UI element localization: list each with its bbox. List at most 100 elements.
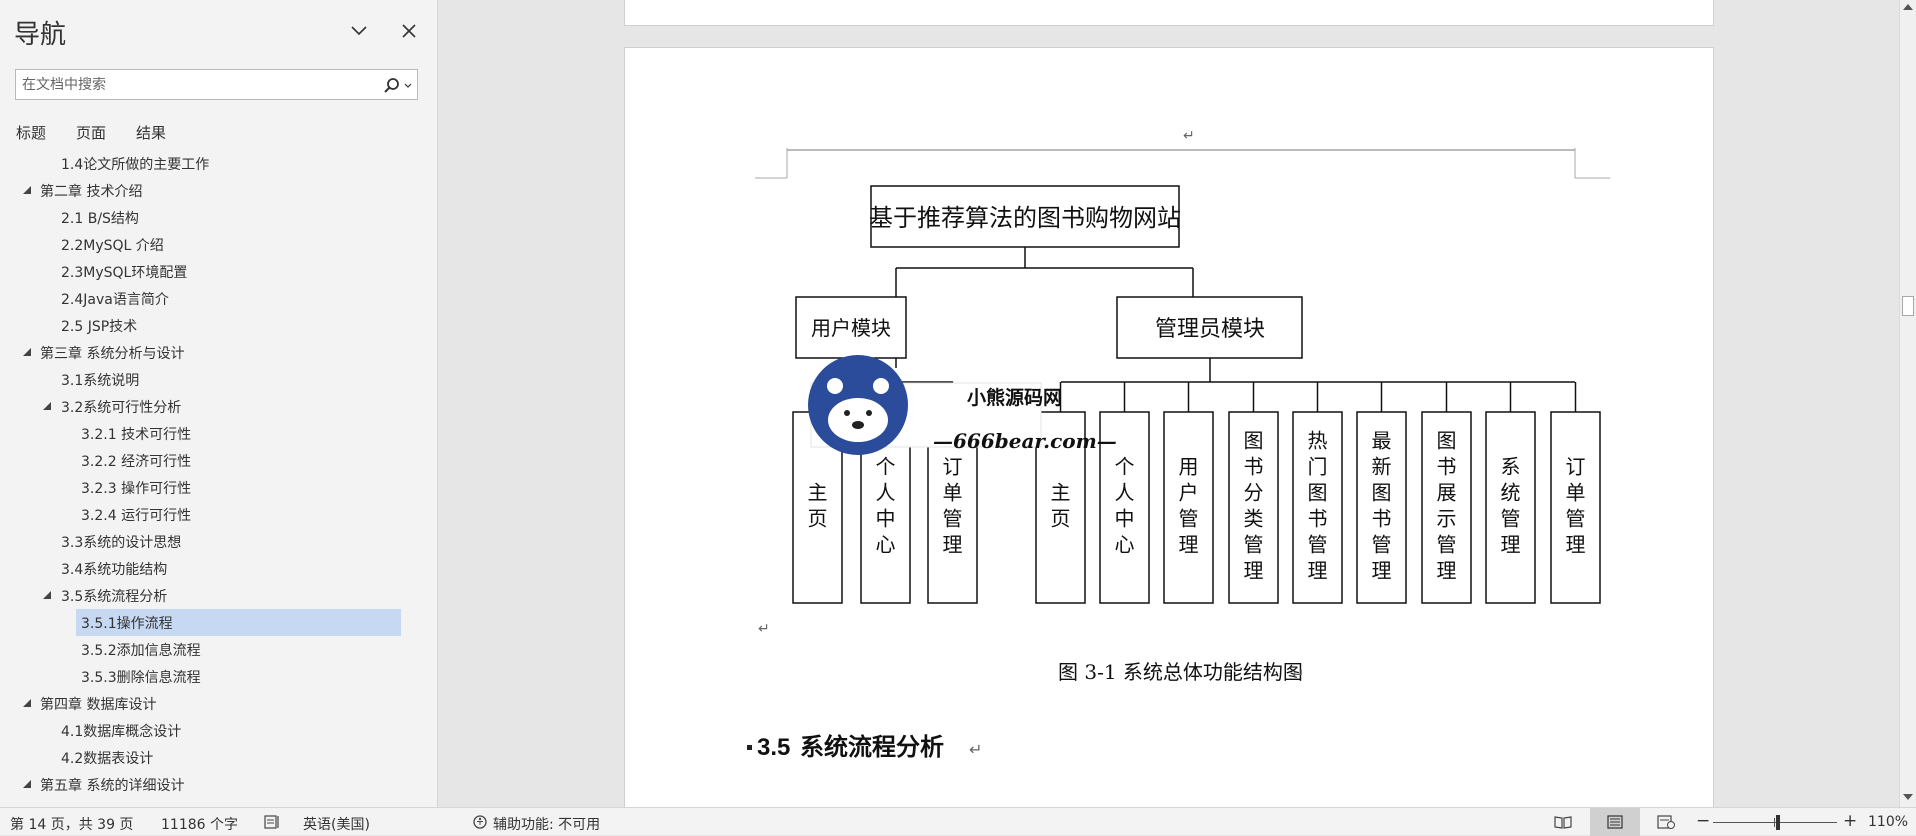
nav-heading-label: 3.2.3 操作可行性 [81,481,192,497]
nav-heading-item[interactable]: 4.2数据表设计 [0,744,420,771]
heading-bullet [747,745,752,750]
nav-heading-label: 2.1 B/S结构 [61,211,139,227]
zoom-slider[interactable] [1713,822,1837,823]
zoom-in-button[interactable]: + [1843,811,1858,831]
nav-heading-item[interactable]: 第四章 数据库设计 [0,690,420,717]
nav-heading-item[interactable]: 2.4Java语言简介 [0,285,420,312]
selection-highlight [76,609,401,636]
close-icon[interactable] [396,18,422,44]
language[interactable]: 英语(美国) [303,817,370,833]
tab-headings[interactable]: 标题 [16,122,46,152]
nav-heading-label: 3.2.2 经济可行性 [81,454,192,470]
document-area[interactable]: ↵ 基于推荐算法的图书购物网站用户模块管理员模块主页个人中心订单管理主页个人中心… [439,0,1899,807]
proofing-icon[interactable] [264,814,282,830]
nav-heading-label: 2.3MySQL环境配置 [61,265,188,281]
admin-leaf-node [1228,411,1279,604]
nav-heading-label: 3.5.2添加信息流程 [81,643,201,659]
page-info[interactable]: 第 14 页，共 39 页 [10,817,134,833]
web-layout-icon[interactable] [1656,814,1676,830]
document-page[interactable]: ↵ 基于推荐算法的图书购物网站用户模块管理员模块主页个人中心订单管理主页个人中心… [624,47,1714,807]
vertical-scrollbar[interactable] [1899,0,1916,807]
scroll-up-arrow-icon[interactable] [1902,2,1914,12]
search-icon[interactable] [383,77,401,95]
paragraph-mark: ↵ [1292,665,1305,683]
expand-triangle-icon[interactable] [22,698,33,709]
bear-face [828,398,888,442]
tab-pages[interactable]: 页面 [76,122,106,152]
nav-heading-item[interactable]: 3.5系统流程分析 [0,582,420,609]
nav-heading-item[interactable]: 3.4系统功能结构 [0,555,420,582]
admin-leaf-label: 主页 [1051,481,1071,531]
zoom-level[interactable]: 110% [1868,814,1909,830]
tab-pages-label: 页面 [76,124,107,142]
search-input[interactable] [22,73,382,97]
heading-number: 3.5 [757,734,790,761]
admin-leaf-node [1485,411,1536,604]
nav-heading-item[interactable]: 第二章 技术介绍 [0,177,420,204]
nav-heading-item[interactable]: 3.2.3 操作可行性 [0,474,420,501]
scroll-thumb[interactable] [1902,296,1914,316]
tab-headings-label: 标题 [16,124,47,142]
nav-heading-item[interactable]: 3.2.2 经济可行性 [0,447,420,474]
nav-heading-item[interactable]: 2.2MySQL 介绍 [0,231,420,258]
nav-heading-label: 3.2.4 运行可行性 [81,508,192,524]
expand-triangle-icon[interactable] [22,347,33,358]
accessibility-status[interactable]: 辅助功能: 不可用 [493,817,601,833]
accessibility-icon[interactable] [472,814,490,831]
admin-module-label: 管理员模块 [1155,317,1265,342]
nav-heading-item[interactable]: 2.5 JSP技术 [0,312,420,339]
nav-heading-label: 3.2.1 技术可行性 [81,427,192,443]
nav-heading-label: 4.2数据表设计 [61,751,154,767]
admin-leaf-node [1163,411,1214,604]
nav-heading-label: 第三章 系统分析与设计 [40,346,185,362]
bear-eye [844,410,850,416]
nav-heading-item[interactable]: 3.5.1操作流程 [0,609,420,636]
nav-heading-item[interactable]: 3.5.3删除信息流程 [0,663,420,690]
zoom-out-button[interactable]: − [1696,811,1711,831]
admin-leaf-label: 个人中心 [1115,455,1135,557]
watermark: 小熊源码网 —666bear.com— [808,355,1117,455]
expand-triangle-icon[interactable] [22,185,33,196]
nav-heading-item[interactable]: 4.1数据库概念设计 [0,717,420,744]
nav-heading-item[interactable]: 3.2系统可行性分析 [0,393,420,420]
nav-heading-item[interactable]: 3.2.1 技术可行性 [0,420,420,447]
nav-heading-item[interactable]: 2.1 B/S结构 [0,204,420,231]
nav-heading-item[interactable]: 1.4论文所做的主要工作 [0,150,420,177]
nav-heading-item[interactable]: 3.5.2添加信息流程 [0,636,420,663]
paragraph-mark: ↵ [1183,128,1195,144]
tab-results[interactable]: 结果 [136,122,166,152]
expand-triangle-icon[interactable] [42,401,53,412]
nav-heading-label: 2.4Java语言简介 [61,292,169,308]
nav-heading-item[interactable]: 2.3MySQL环境配置 [0,258,420,285]
read-mode-icon[interactable] [1553,814,1573,830]
nav-title: 导航 [14,20,67,50]
nav-heading-label: 3.5系统流程分析 [61,589,168,605]
admin-leaf-node [1035,411,1086,604]
expand-triangle-icon[interactable] [22,779,33,790]
user-module-node [795,296,907,359]
tab-results-label: 结果 [136,124,167,142]
chevron-down-icon[interactable] [346,18,372,44]
nav-heading-item[interactable]: 第三章 系统分析与设计 [0,339,420,366]
figure-caption: 图 3-1 系统总体功能结构图 [1058,660,1303,684]
nav-heading-label: 4.1数据库概念设计 [61,724,182,740]
nav-heading-item[interactable]: 3.1系统说明 [0,366,420,393]
nav-heading-label: 2.2MySQL 介绍 [61,238,164,254]
nav-heading-item[interactable]: 3.2.4 运行可行性 [0,501,420,528]
user-module-label: 用户模块 [811,316,891,340]
chevron-down-icon[interactable] [403,81,413,91]
page-content: ↵ 基于推荐算法的图书购物网站用户模块管理员模块主页个人中心订单管理主页个人中心… [747,128,1610,761]
word-count[interactable]: 11186 个字 [161,817,238,833]
nav-heading-item[interactable]: 第五章 系统的详细设计 [0,771,420,798]
admin-leaf-label: 系统管理 [1501,455,1521,557]
bear-ear [873,378,889,394]
previous-page [624,0,1714,26]
scroll-down-arrow-icon[interactable] [1902,792,1914,802]
nav-heading-item[interactable]: 3.3系统的设计思想 [0,528,420,555]
nav-heading-label: 3.3系统的设计思想 [61,535,182,551]
expand-triangle-icon[interactable] [42,590,53,601]
zoom-slider-thumb[interactable] [1776,815,1780,830]
nav-heading-label: 3.2系统可行性分析 [61,400,182,416]
admin-leaf-node [1421,411,1472,604]
